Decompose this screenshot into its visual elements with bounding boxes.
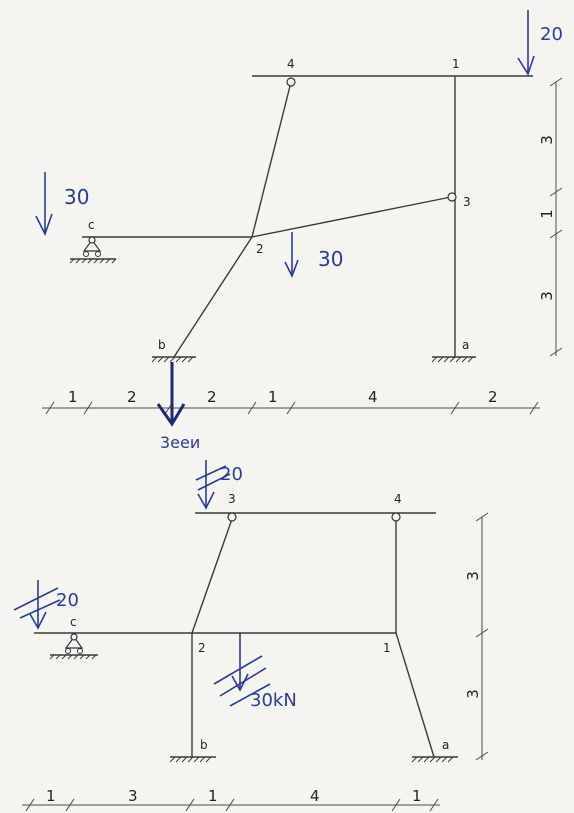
f2-load-left-value: 20	[56, 590, 79, 611]
f2-dim-bottom-5: 1	[412, 787, 422, 805]
f1-dim-bottom-5: 4	[368, 388, 378, 406]
f1-node-c-label: c	[88, 218, 95, 232]
f2-hinge-4	[391, 512, 401, 522]
f2-dim-bottom-3: 1	[208, 787, 218, 805]
f2-strut-1-a	[395, 632, 435, 758]
f1-bottom-dimension: 1 2 2 1 4 2	[42, 388, 540, 415]
f2-hinge-3	[227, 512, 237, 522]
f1-right-dimension: 3 1 3	[538, 77, 563, 357]
f2-dim-right-2: 3	[464, 689, 482, 699]
f1-dim-bottom-3: 2	[207, 388, 217, 406]
f1-load-left: 30	[35, 172, 89, 237]
f1-support-c	[69, 236, 117, 264]
f1-dim-bottom-2: 2	[127, 388, 137, 406]
f1-load-left-value: 30	[64, 185, 89, 209]
f1-node-a-label: a	[462, 338, 469, 352]
f1-strut-2-b	[173, 236, 253, 358]
f2-support-c	[49, 633, 98, 660]
f1-hinge-4	[286, 77, 296, 87]
f2-load-top: 20	[195, 460, 243, 510]
f2-node-2-label: 2	[198, 641, 206, 655]
f2-node-3-label: 3	[228, 492, 236, 506]
f1-support-b	[151, 356, 196, 363]
f2-node-a-label: a	[442, 738, 449, 752]
f2-node-b-label: b	[200, 738, 208, 752]
f1-node-4-label: 4	[287, 57, 295, 71]
f1-dim-bottom-4: 1	[268, 388, 278, 406]
f2-load-left: 20	[13, 580, 79, 630]
f1-dim-right-3: 3	[538, 291, 556, 301]
f1-load-top-right-value: 20	[540, 24, 563, 45]
f2-dim-right-1: 3	[464, 571, 482, 581]
f1-load-middle: 30	[284, 232, 343, 278]
f2-load-middle: 30kN	[213, 633, 297, 711]
f2-load-top-value: 20	[220, 464, 243, 485]
f2-load-middle-value: 30kN	[250, 690, 297, 711]
f1-node-1-label: 1	[452, 57, 460, 71]
f1-strut-4-2	[251, 81, 292, 238]
f2-support-b	[169, 756, 216, 763]
f2-bottom-dimension: 1 3 1 4 1	[22, 787, 440, 812]
f1-strut-2-3	[251, 196, 452, 238]
f1-dim-bottom-1: 1	[68, 388, 78, 406]
f2-dim-bottom-4: 4	[310, 787, 320, 805]
f1-node-2-label: 2	[256, 242, 264, 256]
f1-settlement-arrow: 3eeи	[156, 362, 200, 452]
f2-strut-3-2	[191, 518, 233, 634]
f1-load-top-right: 20	[517, 10, 563, 76]
f1-settlement-note: 3eeи	[160, 433, 200, 452]
f2-dim-bottom-2: 3	[128, 787, 138, 805]
f2-right-dimension: 3 3	[464, 512, 489, 761]
frame-2: 3 4 2 1 c b a 3 3 1 3 1 4 1	[13, 460, 489, 812]
f2-dim-bottom-1: 1	[46, 787, 56, 805]
f2-node-1-label: 1	[383, 641, 391, 655]
f1-hinge-3	[447, 192, 457, 202]
f1-node-b-label: b	[158, 338, 166, 352]
f1-node-3-label: 3	[463, 195, 471, 209]
f1-dim-bottom-6: 2	[488, 388, 498, 406]
f1-dim-right-1: 3	[538, 135, 556, 145]
f1-dim-right-2: 1	[538, 209, 556, 219]
f1-load-middle-value: 30	[318, 247, 343, 271]
f2-node-4-label: 4	[394, 492, 402, 506]
frame-1: 4 1 3 2 c b a 3 1 3 1 2	[35, 10, 563, 452]
f2-node-c-label: c	[70, 615, 77, 629]
f2-support-a	[411, 756, 458, 763]
f1-support-a	[431, 356, 476, 363]
